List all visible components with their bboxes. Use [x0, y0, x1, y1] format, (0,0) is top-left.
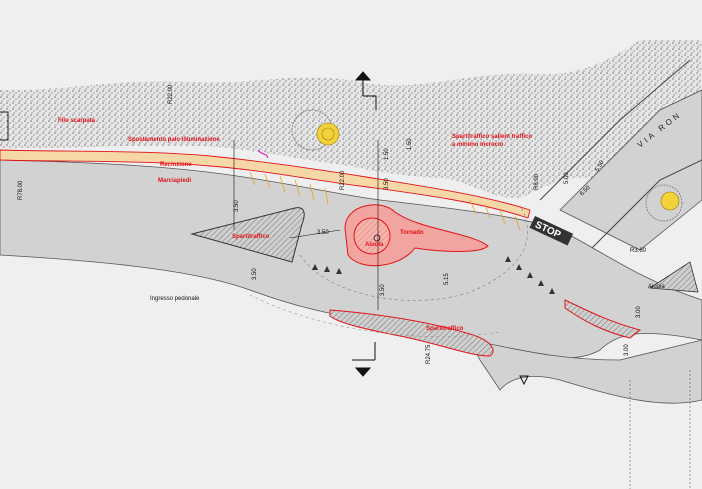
spartitraffico-left-island: [190, 207, 305, 263]
dim-300a: 3.00: [636, 306, 642, 318]
spartitraffico-bottom-island: [329, 309, 494, 357]
via-road-surface: [559, 89, 702, 251]
via-road-edge-bottom: [589, 159, 702, 251]
label-spartitraffico-salient: Spartitraffico salient traffico: [452, 134, 532, 140]
label-marciapiedi: Marciapiedi: [158, 178, 191, 184]
label-spartitraffico-bottom: Spartitraffico: [426, 326, 464, 332]
label-aiuola-center: Aiuola: [365, 242, 384, 248]
label-tornado: Tornado: [400, 230, 424, 236]
dim-350-mid: 3.50: [317, 230, 329, 236]
yield-triangles: [312, 256, 555, 294]
dashed-guide-2: [249, 294, 501, 337]
dashed-guide: [299, 204, 529, 301]
vegetation-band: [0, 40, 702, 199]
dim-300b: 3.00: [624, 344, 630, 356]
left-building-edge: [0, 111, 9, 141]
dim-550: 5.50: [595, 159, 606, 173]
dim-r2475: R24.75: [426, 344, 432, 364]
aiuola-right-island: [648, 261, 699, 293]
orange-hatching: [249, 171, 521, 231]
label-spartitraffico-left: Spartitraffico: [232, 234, 270, 240]
arrow-marker: [519, 375, 529, 386]
lamp-post-symbol: [257, 149, 269, 159]
sidewalk-top: [0, 149, 531, 219]
dim-150: 1.50: [384, 148, 390, 160]
mid-dimension-line: [289, 229, 341, 239]
dim-350-vert: 3.50: [380, 284, 386, 296]
dim-r78: R78.00: [18, 180, 24, 200]
via-road-edge-top: [539, 59, 691, 201]
central-circle: [353, 217, 391, 255]
section-marker-top: [354, 71, 377, 110]
lower-road-surface: [469, 339, 702, 404]
tree-left: [291, 109, 340, 151]
spartitraffico-right-island: [564, 299, 642, 339]
label-aiuola-right: Aiuola: [648, 284, 665, 290]
dim-350-left: 3.50: [234, 200, 240, 212]
dim-500: 5.00: [564, 172, 570, 184]
dim-r22: R22.00: [168, 84, 174, 104]
label-spostamento-palo: Spostamento palo illuminazione: [128, 137, 220, 143]
dim-515: 5.15: [444, 273, 450, 285]
main-road-surface: [0, 159, 702, 359]
label-recinzione: Recinzione: [160, 162, 192, 168]
dim-350-bottom: 3.50: [252, 268, 258, 280]
section-marker-bottom: [352, 342, 376, 377]
central-marker: [373, 234, 381, 242]
dim-350-top: 3.50: [384, 178, 390, 190]
label-filo-scarpata: Filo scarpata: [58, 118, 96, 124]
dim-r800: R8.00: [534, 173, 540, 190]
dim-r22b: R22.00: [340, 170, 346, 190]
dim-r360: R3.60: [630, 248, 647, 254]
dim-150b: 1.50: [407, 138, 413, 150]
tree-right: [645, 184, 683, 222]
label-ingresso-pedonale: Ingresso pedonale: [150, 296, 200, 302]
label-cordolo-incrocio: a minimo incrocio: [452, 142, 504, 148]
